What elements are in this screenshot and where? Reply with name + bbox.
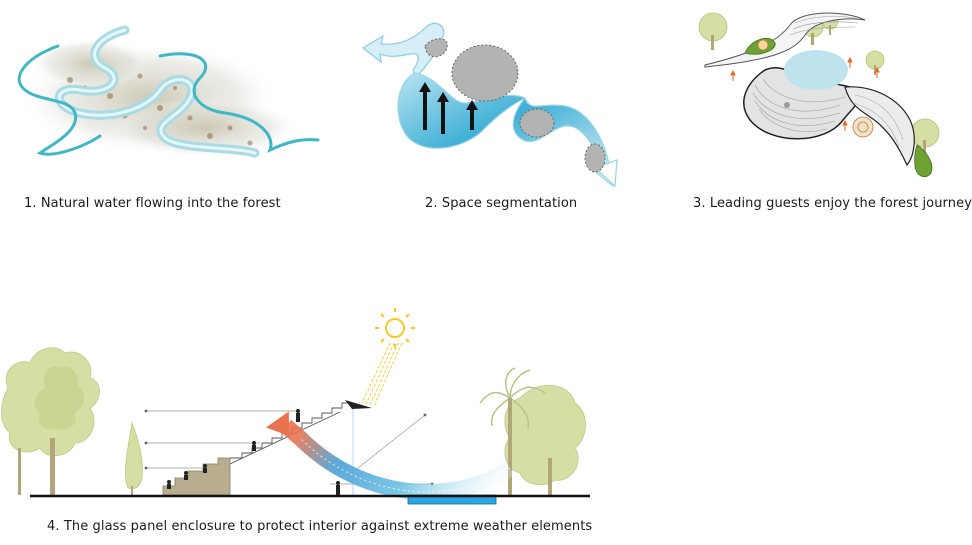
diagram-space-segmentation	[355, 18, 630, 198]
diagram-forest-journey	[695, 5, 955, 185]
up-arrow-icon	[419, 82, 478, 134]
river-icon	[17, 25, 320, 158]
sun-icon	[375, 308, 415, 348]
tree-icon	[125, 421, 143, 496]
person-icon	[167, 409, 340, 495]
caption-natural-water: 1. Natural water flowing into the forest	[24, 196, 281, 211]
caption-space-segmentation: 2. Space segmentation	[425, 196, 578, 211]
caption-glass-enclosure: 4. The glass panel enclosure to protect …	[47, 519, 593, 534]
tree-icon	[698, 12, 940, 160]
diagram-section-enclosure	[0, 308, 600, 508]
palm-tree-icon	[479, 367, 586, 495]
diagram-natural-water	[0, 18, 330, 168]
tree-icon	[1, 347, 100, 495]
caption-forest-journey: 3. Leading guests enjoy the forest journ…	[693, 196, 972, 211]
